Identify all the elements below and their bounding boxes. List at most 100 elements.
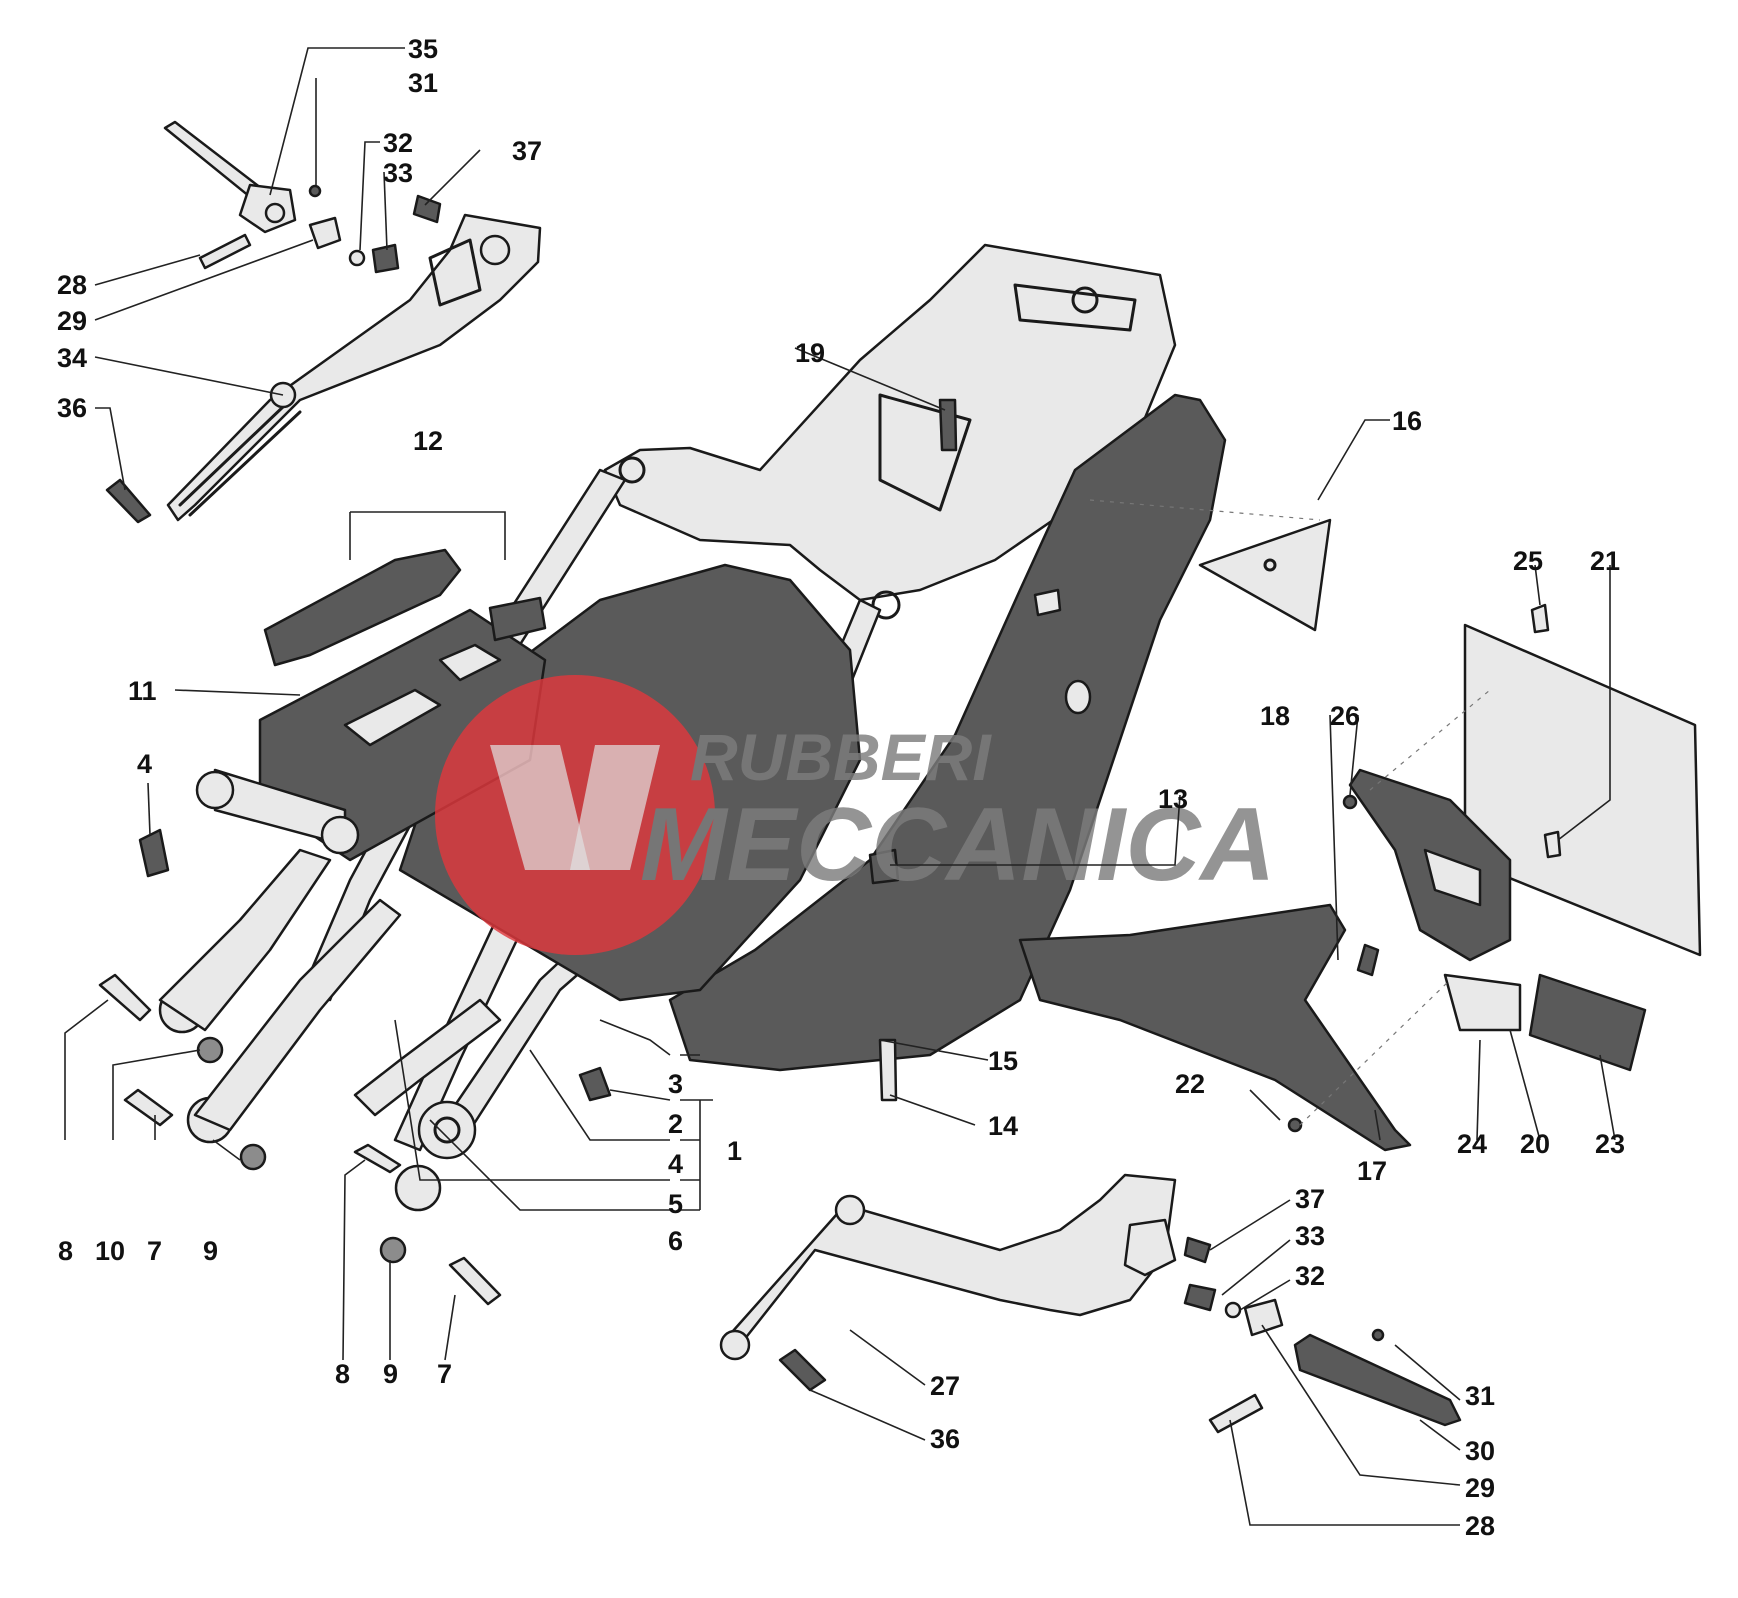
callout-3: 3 bbox=[668, 1069, 683, 1099]
battery-strap bbox=[263, 548, 547, 667]
pin-28-lower bbox=[1208, 1393, 1264, 1434]
screw-21 bbox=[1543, 830, 1562, 859]
bolt-7-left bbox=[123, 1088, 174, 1127]
bolt-14 bbox=[878, 1038, 898, 1102]
callout-20: 20 bbox=[1520, 1129, 1550, 1159]
callout-26: 26 bbox=[1330, 701, 1360, 731]
callout-15: 15 bbox=[988, 1046, 1018, 1076]
left-footrest-bracket bbox=[166, 213, 542, 522]
cap-13 bbox=[868, 848, 900, 885]
plug-4-left bbox=[138, 828, 170, 878]
callout-16: 16 bbox=[1392, 406, 1422, 436]
callout-36-upper: 36 bbox=[57, 393, 87, 423]
plug-4-right bbox=[578, 1066, 612, 1102]
screw-36-lower bbox=[778, 1348, 827, 1392]
rear-fender bbox=[668, 393, 1227, 1072]
watermark-line2: MECCANICA bbox=[640, 787, 1276, 903]
bracket-24 bbox=[1443, 973, 1522, 1032]
screw-37-upper bbox=[412, 194, 442, 224]
callout-17: 17 bbox=[1357, 1156, 1387, 1186]
footrest-peg-upper bbox=[163, 120, 297, 234]
callout-9-right: 9 bbox=[383, 1359, 398, 1389]
callout-21: 21 bbox=[1590, 546, 1620, 576]
ball-31-upper bbox=[308, 184, 322, 198]
washer-32-lower bbox=[1224, 1301, 1242, 1319]
nut-10 bbox=[196, 1036, 224, 1064]
callout-37-upper: 37 bbox=[512, 136, 542, 166]
leader-lines bbox=[64, 47, 1616, 1526]
callout-35: 35 bbox=[408, 34, 438, 64]
watermark-line1: RUBBERI bbox=[690, 720, 992, 794]
nut-9-left bbox=[239, 1143, 267, 1171]
nut-22 bbox=[1287, 1117, 1303, 1133]
callout-37-lower: 37 bbox=[1295, 1184, 1325, 1214]
screw-36-upper bbox=[105, 478, 152, 524]
pivot-29-lower bbox=[1243, 1298, 1284, 1337]
callout-31-upper: 31 bbox=[408, 68, 438, 98]
nut-26 bbox=[1342, 794, 1358, 810]
callout-7-left: 7 bbox=[147, 1236, 162, 1266]
callout-12: 12 bbox=[413, 426, 443, 456]
right-footrest-bracket bbox=[719, 1173, 1177, 1361]
callout-9-left: 9 bbox=[203, 1236, 218, 1266]
callout-7-right: 7 bbox=[437, 1359, 452, 1389]
license-plate bbox=[1463, 623, 1702, 957]
footrest-peg-30 bbox=[1293, 1333, 1462, 1427]
callout-32-lower: 32 bbox=[1295, 1261, 1325, 1291]
callout-29-lower: 29 bbox=[1465, 1473, 1495, 1503]
callout-1: 1 bbox=[727, 1136, 742, 1166]
callout-4-right: 4 bbox=[668, 1149, 683, 1179]
callout-33-upper: 33 bbox=[383, 158, 413, 188]
battery-tray bbox=[195, 608, 547, 862]
mudguard-extension bbox=[1018, 903, 1412, 1152]
callout-30: 30 bbox=[1465, 1436, 1495, 1466]
callout-5: 5 bbox=[668, 1189, 683, 1219]
callout-14: 14 bbox=[988, 1111, 1018, 1141]
callout-25: 25 bbox=[1513, 546, 1543, 576]
pin-28-upper bbox=[198, 233, 252, 270]
bolt-8-left bbox=[98, 973, 152, 1022]
callout-34: 34 bbox=[57, 343, 87, 373]
callout-29-upper: 29 bbox=[57, 306, 87, 336]
dashed-reference-lines bbox=[1089, 499, 1491, 1126]
callout-28-upper: 28 bbox=[57, 270, 87, 300]
screw-19 bbox=[938, 398, 958, 452]
washer-32-upper bbox=[348, 249, 366, 267]
plate-holder-bracket bbox=[1348, 768, 1512, 962]
callout-8-right: 8 bbox=[335, 1359, 350, 1389]
watermark-logo: RUBBERI MECCANICA bbox=[435, 675, 1276, 955]
callout-19: 19 bbox=[795, 338, 825, 368]
screw-25 bbox=[1530, 603, 1550, 634]
screw-37-lower bbox=[1183, 1236, 1212, 1264]
callout-27: 27 bbox=[930, 1371, 960, 1401]
nut-9-right bbox=[379, 1236, 407, 1264]
callout-28-lower: 28 bbox=[1465, 1511, 1495, 1541]
callout-8-left: 8 bbox=[58, 1236, 73, 1266]
callout-23: 23 bbox=[1595, 1129, 1625, 1159]
spring-33-upper bbox=[371, 243, 400, 274]
callout-18: 18 bbox=[1260, 701, 1290, 731]
screw-18 bbox=[1356, 943, 1380, 977]
ball-31-lower bbox=[1371, 1328, 1385, 1342]
callout-2: 2 bbox=[668, 1109, 683, 1139]
callout-24: 24 bbox=[1457, 1129, 1487, 1159]
callout-11: 11 bbox=[128, 676, 157, 706]
callout-33-lower: 33 bbox=[1295, 1221, 1325, 1251]
callout-labels: 35 31 32 33 37 28 29 34 36 12 11 4 8 10 … bbox=[57, 34, 1625, 1541]
callout-36-lower: 36 bbox=[930, 1424, 960, 1454]
pivot-29-upper bbox=[308, 216, 342, 250]
plate-16 bbox=[1198, 518, 1332, 632]
callout-10: 10 bbox=[95, 1236, 125, 1266]
callout-13: 13 bbox=[1158, 784, 1188, 814]
callout-22: 22 bbox=[1175, 1069, 1205, 1099]
bolt-8-right bbox=[353, 1143, 402, 1174]
spring-33-lower bbox=[1183, 1283, 1217, 1312]
callout-4-left: 4 bbox=[137, 749, 152, 779]
callout-32-upper: 32 bbox=[383, 128, 413, 158]
bolt-7-right bbox=[448, 1256, 502, 1306]
rear-subframe bbox=[158, 243, 1177, 1212]
license-light bbox=[1528, 973, 1647, 1072]
callout-6: 6 bbox=[668, 1226, 683, 1256]
callout-31-lower: 31 bbox=[1465, 1381, 1495, 1411]
